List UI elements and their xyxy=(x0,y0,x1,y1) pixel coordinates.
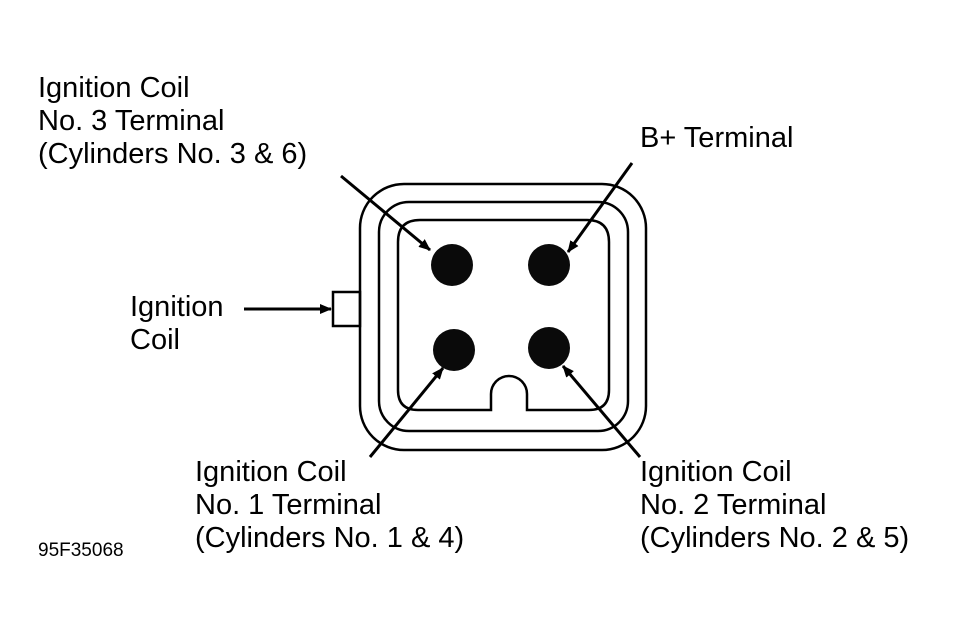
terminal-coil2 xyxy=(528,327,570,369)
label-bplus-line1: B+ Terminal xyxy=(640,122,794,154)
label-ignition-coil-line2: Coil xyxy=(130,324,180,356)
label-coil3-line1: Ignition Coil xyxy=(38,72,190,104)
label-coil1-terminal: Ignition Coil No. 1 Terminal (Cylinders … xyxy=(195,456,464,555)
figure-id: 95F35068 xyxy=(38,540,124,561)
label-coil3-line2: No. 3 Terminal xyxy=(38,105,225,137)
label-coil2-terminal: Ignition Coil No. 2 Terminal (Cylinders … xyxy=(640,456,909,555)
arrow-coil2 xyxy=(561,365,642,458)
label-coil1-line2: No. 1 Terminal xyxy=(195,489,382,521)
label-coil3-line3: (Cylinders No. 3 & 6) xyxy=(38,138,308,170)
label-coil3-terminal: Ignition Coil No. 3 Terminal (Cylinders … xyxy=(38,72,307,171)
terminal-bplus xyxy=(528,244,570,286)
label-coil1-line3: (Cylinders No. 1 & 4) xyxy=(195,522,465,554)
connector-inner-cavity xyxy=(396,218,611,412)
arrow-coil1 xyxy=(368,367,445,458)
label-coil2-line2: No. 2 Terminal xyxy=(640,489,827,521)
label-coil2-line3: (Cylinders No. 2 & 5) xyxy=(640,522,910,554)
terminal-coil3 xyxy=(431,244,473,286)
label-ignition-coil-line1: Ignition xyxy=(130,291,224,323)
label-coil1-line1: Ignition Coil xyxy=(195,456,347,488)
connector-lock-tab xyxy=(331,290,362,328)
arrow-bplus xyxy=(566,162,634,253)
label-coil2-line1: Ignition Coil xyxy=(640,456,792,488)
label-ignition-coil: Ignition Coil xyxy=(130,291,224,357)
arrow-coil3 xyxy=(340,174,431,252)
label-bplus-terminal: B+ Terminal xyxy=(640,122,793,155)
terminal-coil1 xyxy=(433,329,475,371)
connector-seal-ring xyxy=(377,200,630,433)
